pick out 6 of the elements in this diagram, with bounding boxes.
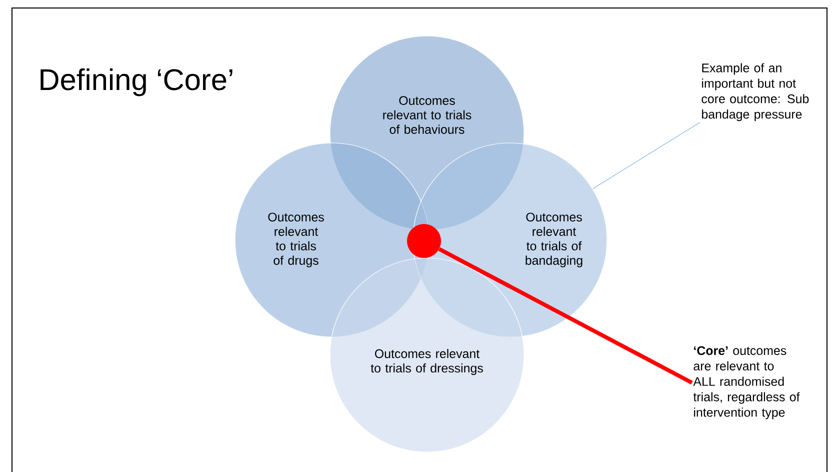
leader-line <box>438 247 693 384</box>
slide-title: Defining ‘Core’ <box>40 68 232 96</box>
callout-text: ‘Core’ outcomes are relevant to ALL randomised trials, regardless of intervention type <box>693 346 800 420</box>
core-dot <box>407 224 441 258</box>
callout-text: Example of an important but not core outcome: Sub bandage pressure <box>702 63 809 122</box>
leader-line <box>592 122 700 190</box>
